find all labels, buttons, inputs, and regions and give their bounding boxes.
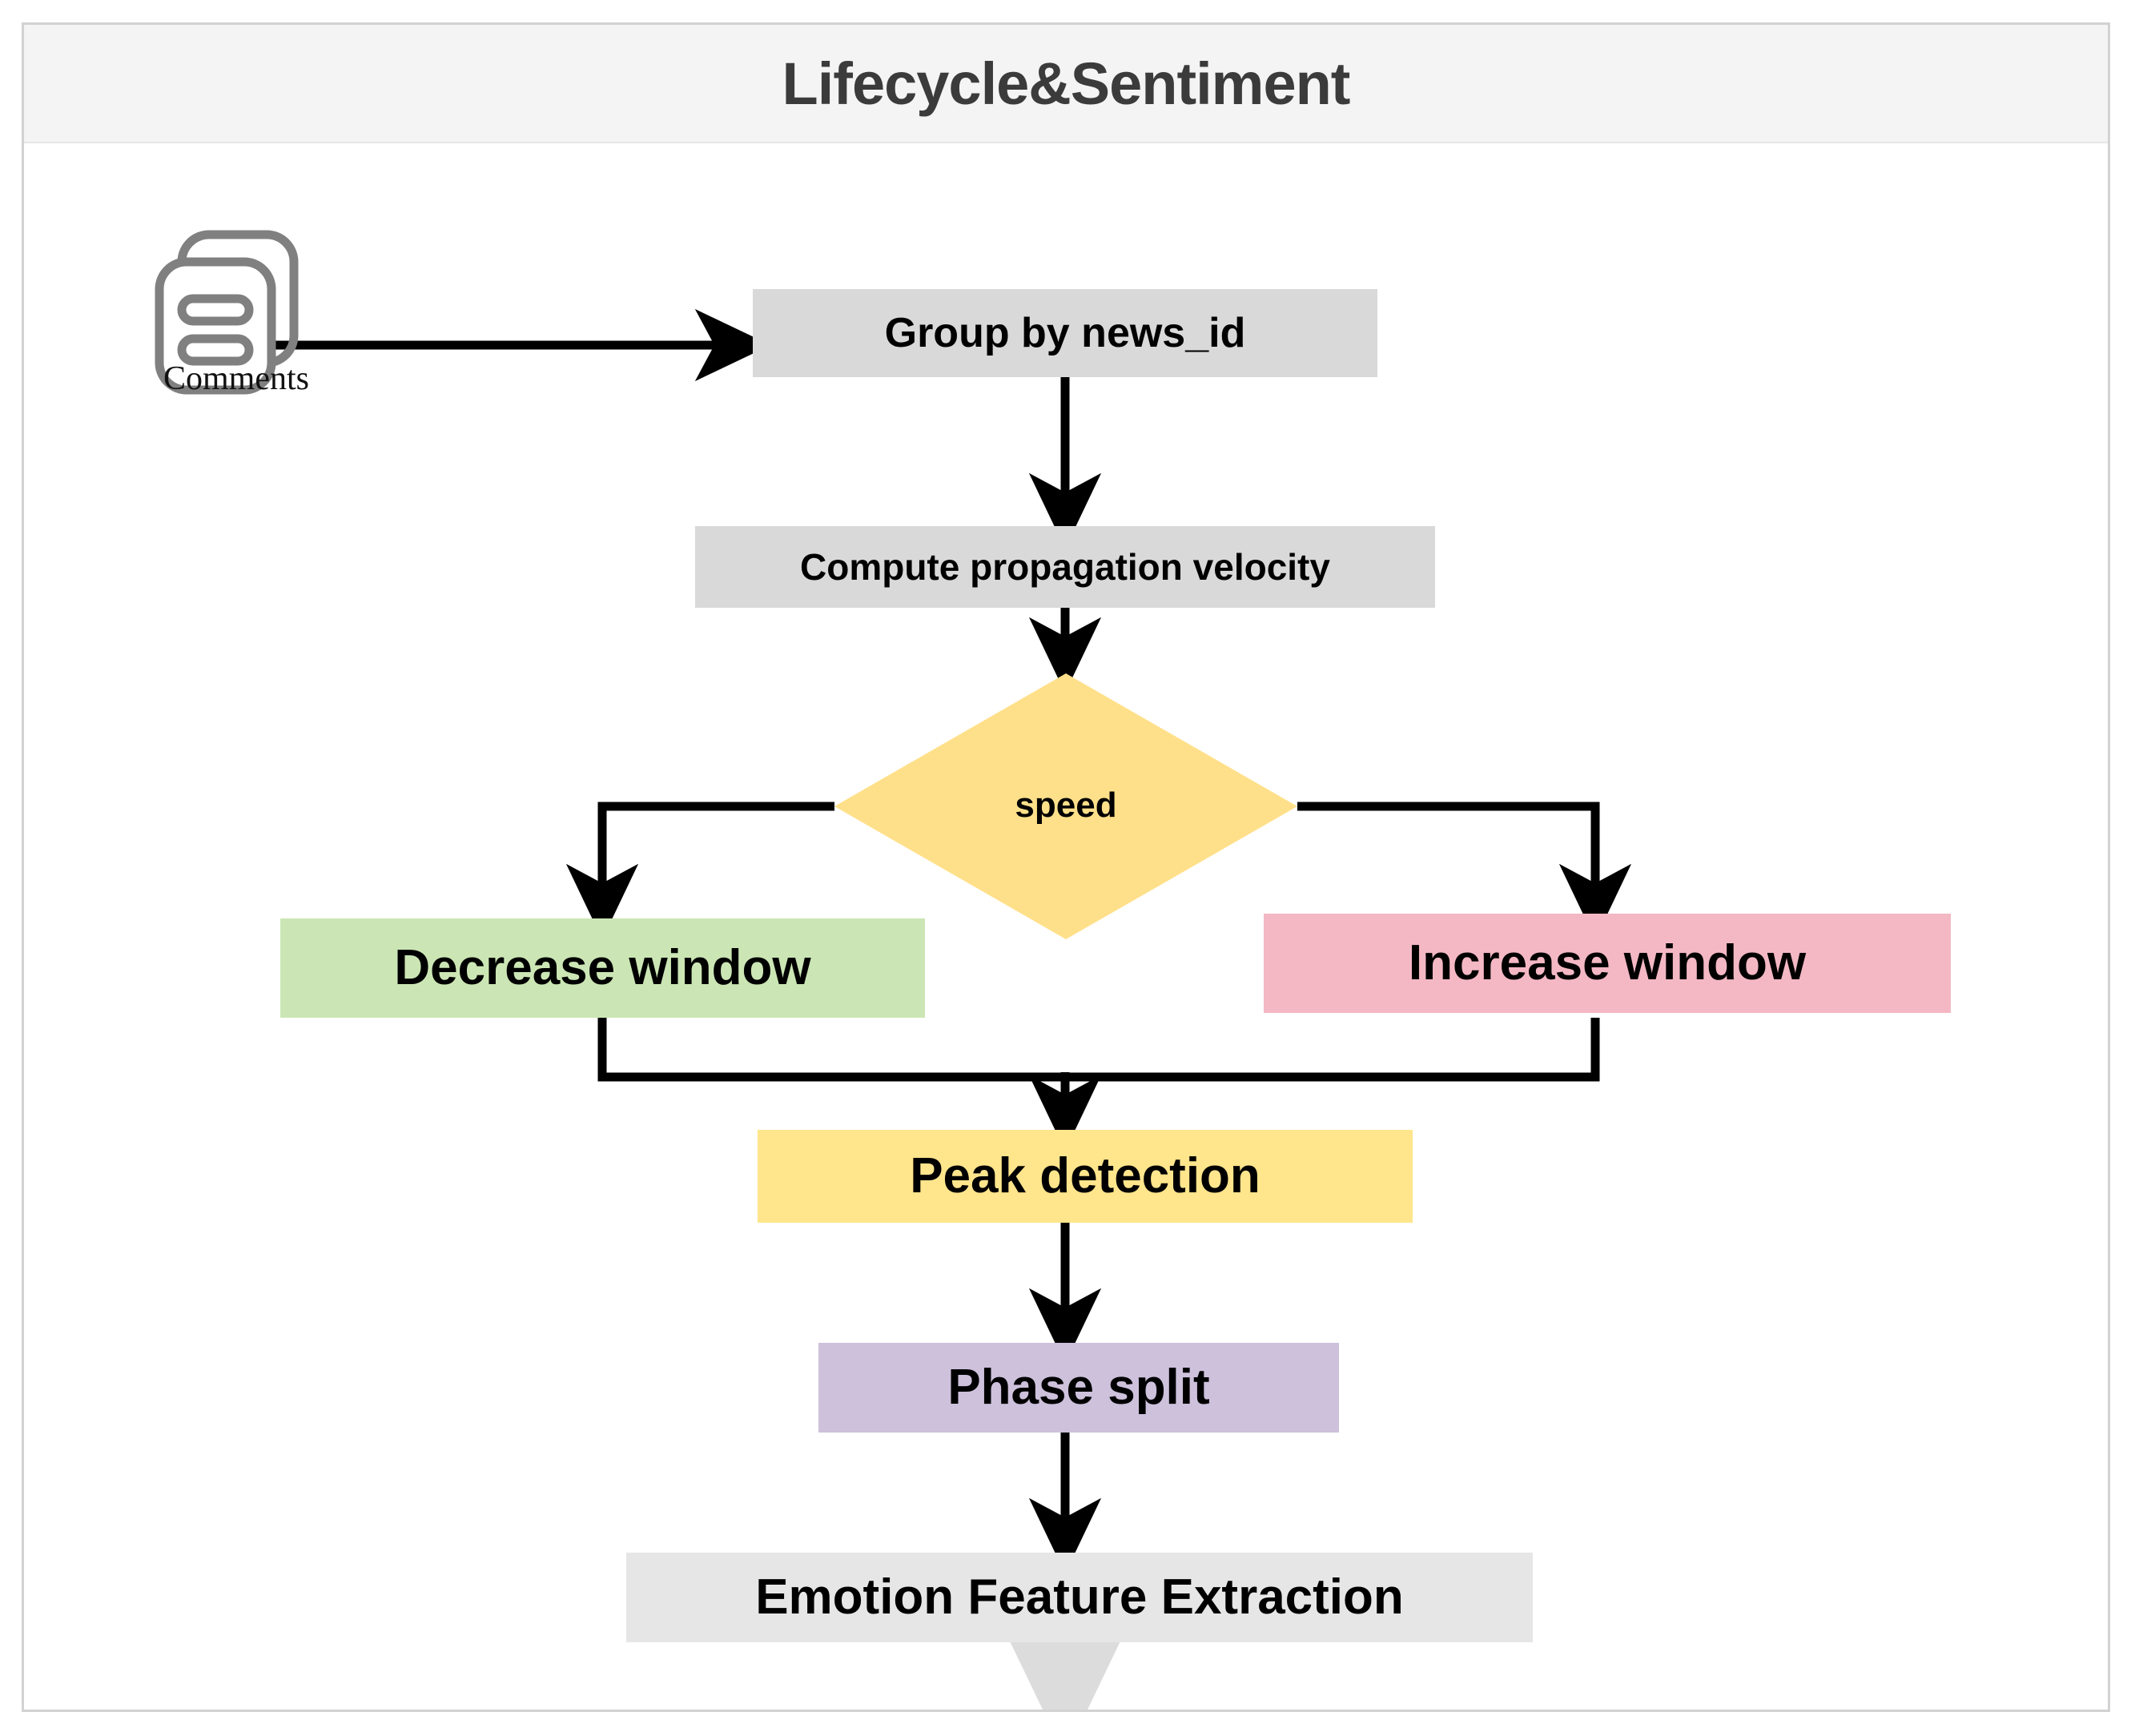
node-decrease-window[interactable]: Decrease window: [280, 918, 925, 1018]
node-phase-split[interactable]: Phase split: [818, 1343, 1339, 1433]
node-label: Peak detection: [910, 1148, 1260, 1204]
node-label: Group by news_id: [884, 309, 1246, 356]
node-emotion-feature-extraction[interactable]: Emotion Feature Extraction: [626, 1553, 1533, 1642]
comments-label: Comments: [163, 360, 309, 397]
edge-layer: [192, 308, 1632, 1710]
node-label: Increase window: [1408, 935, 1807, 991]
edge-speed-to-decrease: [565, 802, 834, 940]
diagram-panel: Lifecycle&Sentiment: [22, 22, 2110, 1712]
comments-source: [148, 223, 324, 424]
node-label: Phase split: [947, 1360, 1210, 1416]
diamond-shape: [834, 673, 1297, 939]
node-speed-decision[interactable]: speed: [834, 673, 1297, 939]
node-peak-detection[interactable]: Peak detection: [758, 1130, 1413, 1223]
node-label: Emotion Feature Extraction: [755, 1569, 1404, 1625]
node-group-by-news-id[interactable]: Group by news_id: [753, 289, 1377, 377]
edge-decrease-to-peak: [597, 1018, 1065, 1082]
edge-speed-to-increase: [1297, 802, 1632, 940]
node-compute-propagation-velocity[interactable]: Compute propagation velocity: [695, 526, 1435, 608]
documents-stack-icon: [155, 230, 299, 395]
flowchart-canvas: Comments Group by news_id Compute propag…: [24, 143, 2108, 1710]
edge-increase-to-peak: [1065, 1018, 1600, 1082]
node-increase-window[interactable]: Increase window: [1264, 914, 1951, 1013]
node-label: Compute propagation velocity: [800, 545, 1330, 588]
node-label: Decrease window: [394, 940, 811, 996]
node-label: speed: [1015, 786, 1117, 825]
page-title: Lifecycle&Sentiment: [782, 50, 1351, 117]
panel-header: Lifecycle&Sentiment: [24, 25, 2108, 143]
